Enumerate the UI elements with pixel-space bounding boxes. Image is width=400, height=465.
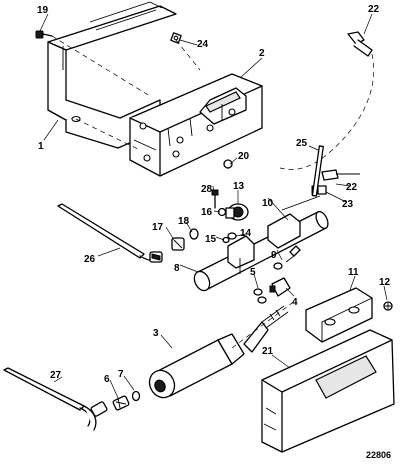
assembly-line [51, 35, 151, 97]
elbow-fitting-part-4 [269, 277, 291, 297]
callout-22-top: 22 [368, 4, 380, 15]
callout-23: 23 [342, 199, 354, 210]
callout-17: 17 [152, 222, 164, 233]
fuel-line-part-27 [3, 367, 108, 431]
callout-22-right: 22 [346, 182, 358, 193]
oring-part-5 [253, 262, 283, 304]
callout-24: 24 [197, 39, 209, 50]
callout-18: 18 [178, 216, 190, 227]
tube-part-25 [281, 145, 324, 211]
oring-part-7 [131, 390, 141, 402]
fuel-pump-part-3 [148, 305, 289, 399]
leader-lines [39, 13, 388, 399]
washer-part-15 [222, 236, 230, 244]
callout-26: 26 [84, 254, 96, 265]
callout-10: 10 [262, 198, 274, 209]
callout-5: 5 [250, 267, 256, 278]
callout-4: 4 [292, 297, 298, 308]
screw-part-28 [211, 189, 219, 209]
cover-part-21 [261, 329, 395, 453]
assembly-line [175, 39, 201, 71]
callout-15: 15 [205, 234, 217, 245]
callout-7: 7 [118, 369, 124, 380]
nut-part-24 [170, 32, 182, 44]
callout-28: 28 [201, 184, 213, 195]
callout-27: 27 [50, 370, 62, 381]
bracket-plate-part-11 [305, 287, 373, 343]
callout-6: 6 [104, 374, 110, 385]
callout-3: 3 [153, 328, 159, 339]
figure-number: 22806 [366, 450, 391, 460]
callout-16: 16 [201, 207, 213, 218]
assembly-line [75, 118, 141, 151]
callout-labels: 19 24 2 1 22 20 25 28 13 10 16 18 17 14 … [37, 4, 391, 385]
callout-20: 20 [238, 151, 250, 162]
callout-11: 11 [348, 267, 359, 278]
callout-25: 25 [296, 138, 308, 149]
screw-part-19 [35, 30, 53, 39]
callout-13: 13 [233, 181, 245, 192]
washer-part-14 [227, 232, 237, 240]
callout-1: 1 [38, 141, 44, 152]
assembly-line [231, 299, 297, 349]
callout-21: 21 [262, 346, 274, 357]
bolt-part-9 [285, 245, 301, 263]
knob-part-20 [223, 159, 233, 169]
fuel-rail-part-8 [193, 210, 329, 292]
fitting-part-17 [171, 237, 185, 251]
callout-19: 19 [37, 5, 49, 16]
callout-12: 12 [379, 277, 391, 288]
callout-14: 14 [240, 228, 252, 239]
housing-part [129, 73, 263, 177]
fitting-part-6 [112, 395, 130, 411]
screw-part-12 [383, 301, 393, 311]
callout-2: 2 [259, 48, 265, 59]
callout-8: 8 [174, 263, 180, 274]
callout-9: 9 [271, 250, 277, 261]
fuel-line-part-22 [279, 31, 375, 181]
valve-part-13 [225, 203, 249, 221]
fuel-line-part-26 [57, 203, 163, 263]
